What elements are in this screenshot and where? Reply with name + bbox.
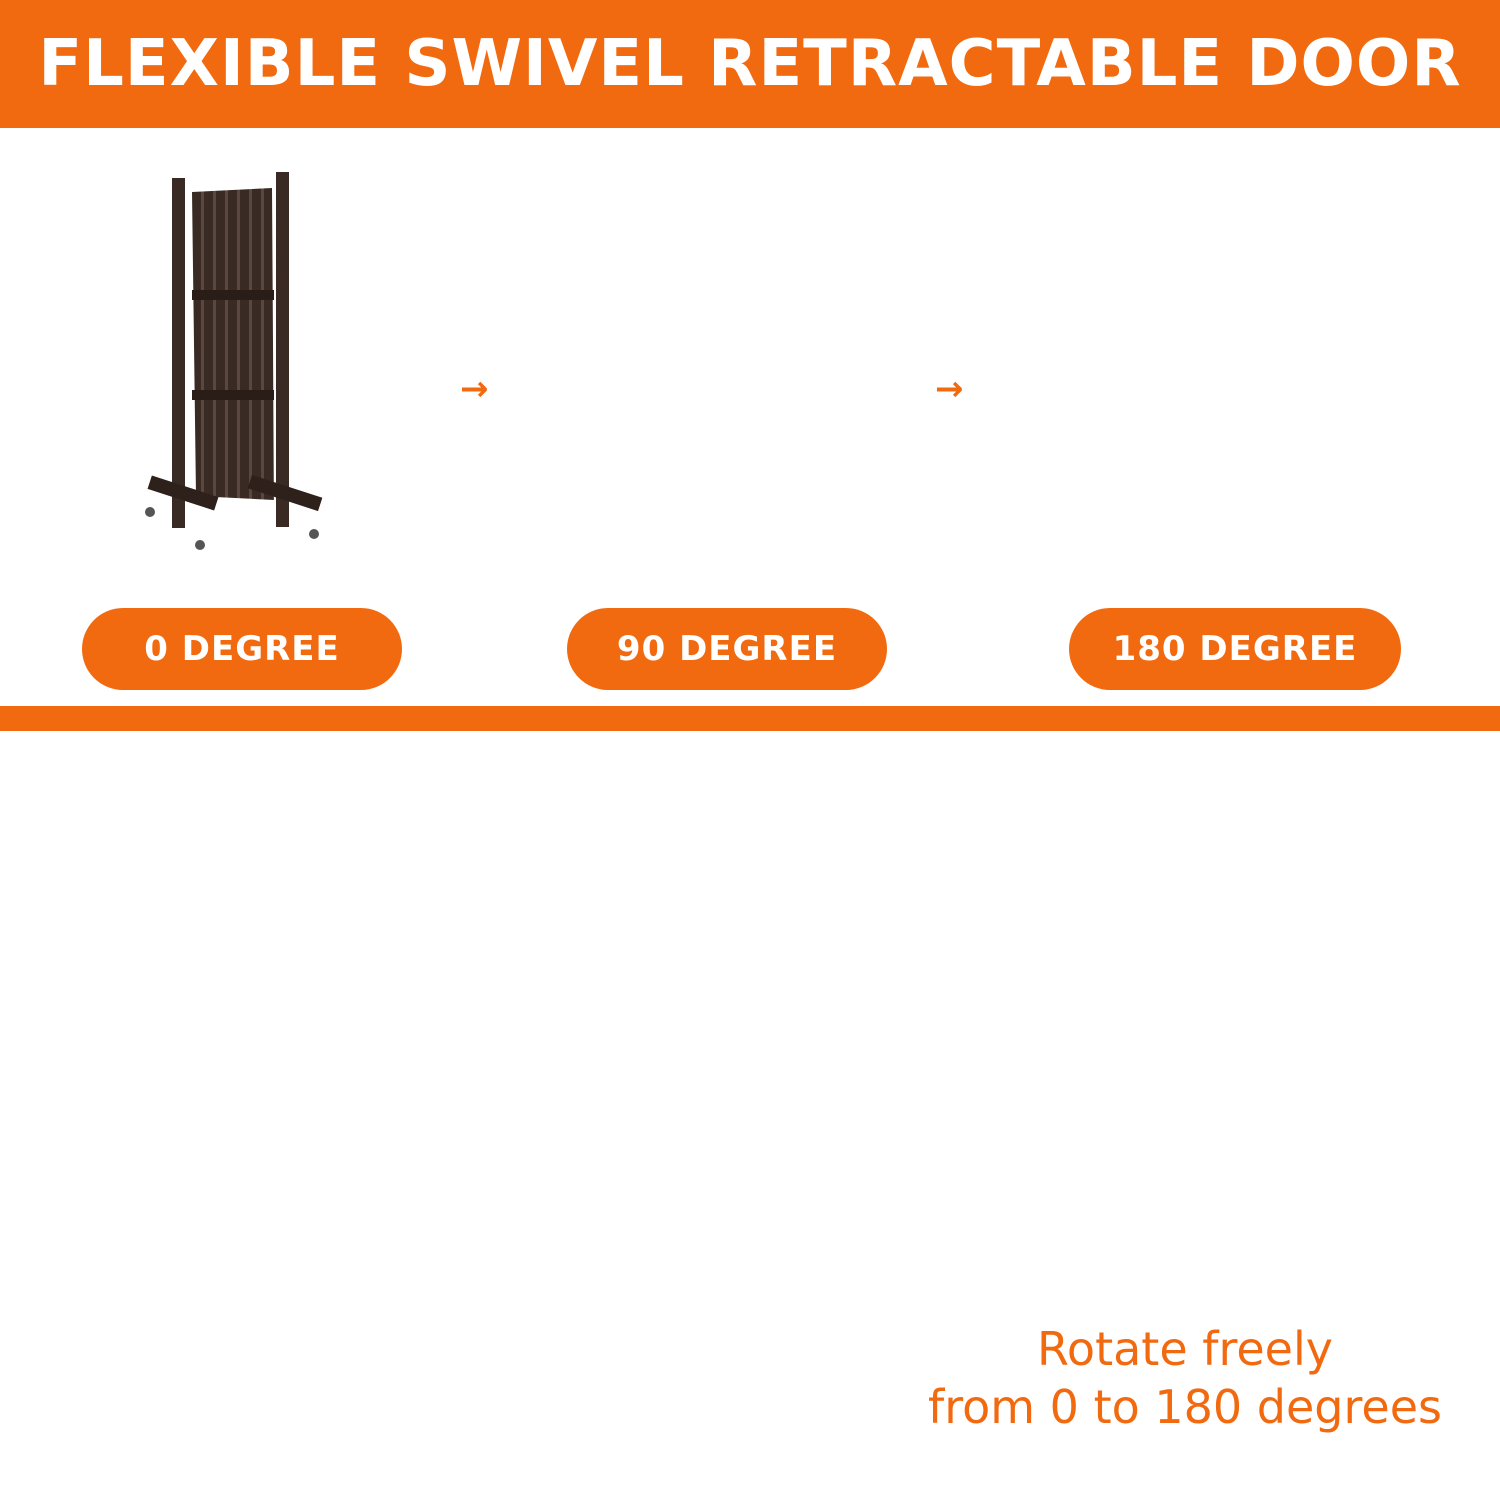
caption-line-2: from 0 to 180 degrees bbox=[928, 1380, 1442, 1434]
caption-line-1: Rotate freely bbox=[1037, 1322, 1333, 1376]
page-title: FLEXIBLE SWIVEL RETRACTABLE DOOR bbox=[38, 27, 1462, 101]
label-0-degree: 0 DEGREE bbox=[82, 608, 402, 690]
arrow-right-icon: → bbox=[460, 369, 489, 409]
label-180-degree: 180 DEGREE bbox=[1069, 608, 1401, 690]
title-banner: FLEXIBLE SWIVEL RETRACTABLE DOOR bbox=[0, 0, 1500, 128]
gate-0-degree-illustration bbox=[145, 172, 323, 550]
rotation-caption: Rotate freely from 0 to 180 degrees bbox=[900, 1320, 1470, 1436]
label-90-degree: 90 DEGREE bbox=[567, 608, 887, 690]
section-divider bbox=[0, 706, 1500, 731]
arrow-right-icon: → bbox=[935, 369, 964, 409]
